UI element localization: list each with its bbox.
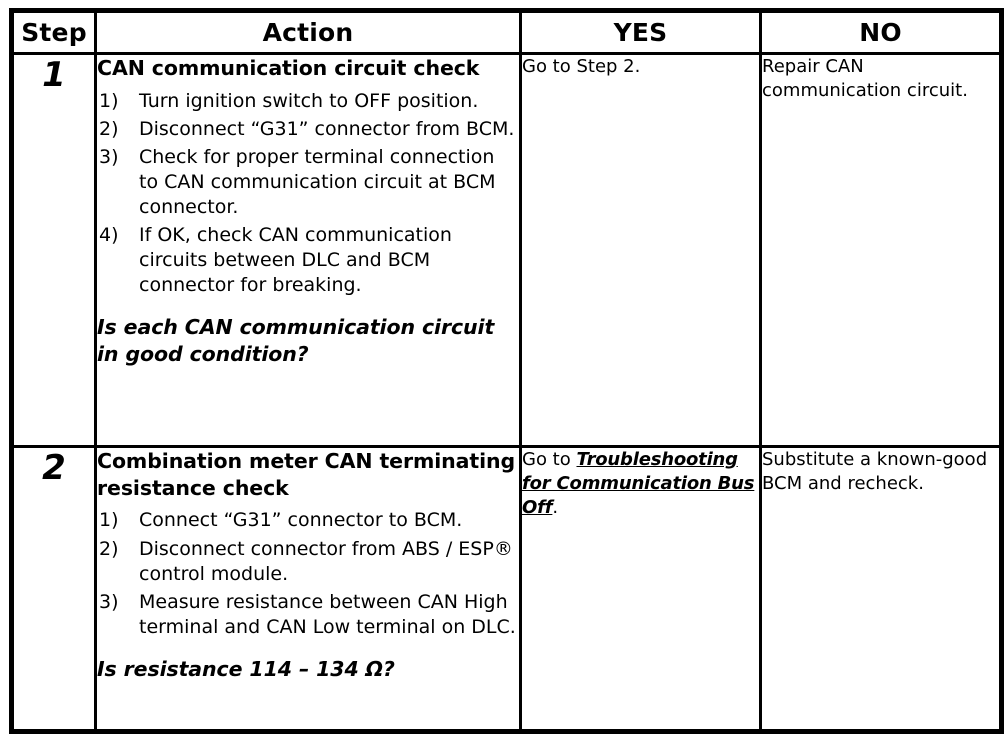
action-cell: CAN communication circuit check 1) Turn … [94, 51, 522, 449]
substep-text: If OK, check CAN communication circuits … [139, 224, 452, 297]
no-text: Substitute a known-good BCM and recheck. [762, 449, 988, 495]
action-question: Is resistance 114 – 134 Ω? [97, 656, 395, 681]
substep-number: 2) [99, 537, 119, 560]
no-cell: Repair CAN communication circuit. [759, 51, 1003, 449]
column-header-action: Action [94, 9, 522, 55]
column-header-yes: YES [519, 9, 762, 55]
action-question: Is each CAN communication circuit in goo… [97, 315, 495, 367]
step-number-cell: 2 [10, 445, 97, 733]
substep-text: Disconnect connector from ABS / ESP® con… [139, 537, 513, 585]
table-row: 1 CAN communication circuit check 1) Tur… [10, 51, 1003, 449]
action-title: Combination meter CAN terminating resist… [97, 449, 516, 500]
yes-reference-link[interactable]: Troubleshooting for Communication Bus Of… [522, 449, 755, 519]
yes-cell: Go to Step 2. [519, 51, 762, 449]
list-item: 2) Disconnect “G31” connector from BCM. [97, 117, 519, 142]
list-item: 2) Disconnect connector from ABS / ESP® … [97, 537, 519, 587]
list-item: 3) Measure resistance between CAN High t… [97, 590, 519, 640]
table-row: 2 Combination meter CAN terminating resi… [10, 445, 1003, 733]
substep-number: 3) [99, 590, 119, 613]
yes-text: Go to Troubleshooting for Communication … [522, 448, 759, 520]
yes-lead-text: Go to Step 2. [522, 56, 641, 77]
substep-text: Disconnect “G31” connector from BCM. [139, 117, 515, 140]
no-text: Repair CAN communication circuit. [762, 56, 968, 101]
action-cell: Combination meter CAN terminating resist… [94, 445, 522, 733]
substep-number: 1) [99, 509, 119, 532]
substep-number: 3) [99, 145, 119, 168]
action-substep-list: 1) Connect “G31” connector to BCM. 2) Di… [97, 508, 519, 639]
column-header-no: NO [759, 9, 1003, 55]
list-item: 1) Turn ignition switch to OFF position. [97, 89, 519, 114]
no-cell: Substitute a known-good BCM and recheck. [759, 445, 1003, 733]
list-item: 1) Connect “G31” connector to BCM. [97, 508, 519, 533]
yes-suffix-text: . [552, 497, 559, 519]
diagnostic-step-table: Step Action YES NO 1 CAN communication c… [9, 8, 1004, 734]
action-title: CAN communication circuit check [97, 56, 480, 80]
substep-text: Measure resistance between CAN High term… [139, 590, 516, 638]
substep-text: Check for proper terminal connection to … [139, 145, 496, 218]
yes-lead-text: Go to [522, 449, 577, 471]
substep-number: 2) [99, 117, 119, 140]
yes-cell: Go to Troubleshooting for Communication … [519, 445, 762, 733]
yes-text: Go to Step 2. [522, 55, 759, 79]
substep-number: 1) [99, 89, 119, 112]
substep-text: Connect “G31” connector to BCM. [139, 509, 463, 532]
action-substep-list: 1) Turn ignition switch to OFF position.… [97, 89, 519, 299]
step-number-cell: 1 [10, 51, 97, 449]
column-header-step: Step [10, 9, 97, 55]
substep-number: 4) [99, 224, 119, 247]
table-header-row: Step Action YES NO [10, 9, 1003, 55]
list-item: 3) Check for proper terminal connection … [97, 145, 519, 220]
list-item: 4) If OK, check CAN communication circui… [97, 223, 519, 298]
substep-text: Turn ignition switch to OFF position. [139, 89, 479, 112]
